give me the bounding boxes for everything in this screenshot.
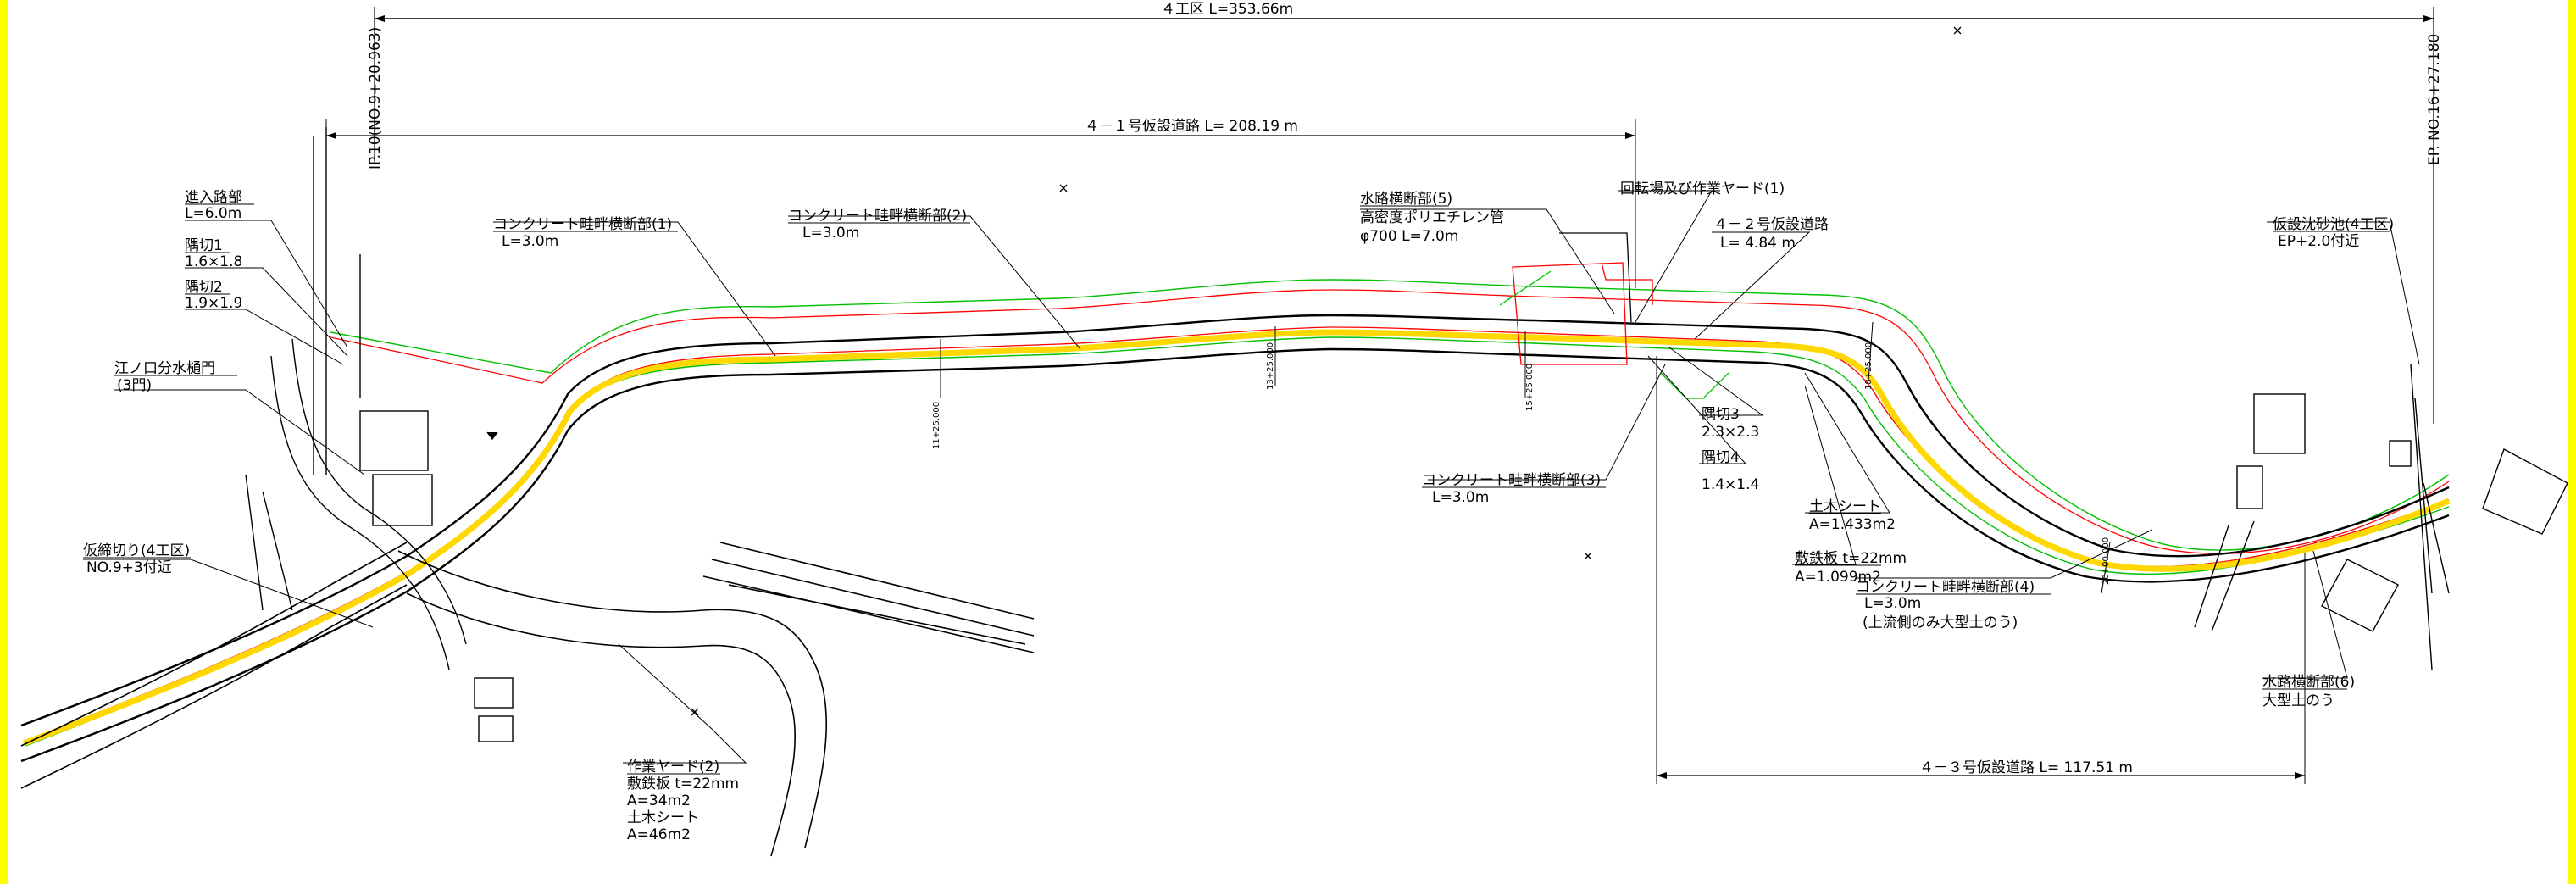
plan-drawing: ４工区 L=353.66m IP.10(NO.9+20.963) EP. NO.…	[20, 1, 2568, 857]
label-underlines	[83, 203, 2390, 775]
steel-plate-area: A=1.099m2	[1795, 569, 1881, 586]
station-label: 20+00.000	[2101, 537, 2111, 585]
section-total-label: ４工区 L=353.66m	[1161, 1, 1293, 18]
dimension-road-4-3: ４－３号仮設道路 L= 117.51 m	[1656, 356, 2306, 784]
dimension-section-total: ４工区 L=353.66m	[374, 1, 2434, 424]
road-4-2-length: L= 4.84 m	[1720, 235, 1796, 252]
ridge4-length: L=3.0m	[1864, 595, 1921, 612]
gate-label: 江ノ口分水樋門	[114, 360, 215, 377]
ridge4-note: (上流側のみ大型土のう)	[1863, 614, 2018, 631]
station-markers: 11+25.000 13+25.000 15+25.000 18+25.000 …	[932, 321, 2111, 594]
ridge3-length: L=3.0m	[1432, 489, 1489, 506]
road-4-1-label: ４－１号仮設道路 L= 208.19 m	[1085, 118, 1298, 135]
right-structures	[2194, 364, 2568, 670]
side-road	[20, 542, 1035, 857]
ridge4-label: コンクリート畦畔横断部(4)	[1856, 579, 2035, 596]
ridge2-length: L=3.0m	[802, 225, 859, 242]
entry-length: L=6.0m	[185, 205, 242, 222]
yard2-plate: 敷鉄板 t=22mm	[627, 776, 739, 792]
survey-marks	[486, 26, 1962, 716]
station-label: 18+25.000	[1864, 342, 1874, 390]
steel-plate-label: 敷鉄板 t=22mm	[1795, 550, 1907, 567]
sand-pit-label: 仮設沈砂池(4工区)	[2273, 216, 2394, 233]
corner2-label: 隅切2	[185, 279, 223, 296]
corner2-size: 1.9×1.9	[185, 295, 242, 312]
temp-closure-label: 仮締切り(4工区)	[83, 542, 190, 559]
yard2-sheet-area: A=46m2	[627, 826, 691, 843]
waterway5-size: φ700 L=7.0m	[1360, 228, 1458, 245]
road-edge-black	[20, 314, 2450, 763]
waterway6-label: 水路横断部(6)	[2262, 674, 2355, 691]
temp-closure-station: NO.9+3付近	[86, 559, 172, 576]
corner3-label: 隅切3	[1702, 406, 1740, 423]
leader-lines	[83, 190, 2420, 764]
civil-sheet-label: 土木シート	[1809, 498, 1881, 515]
station-label: 13+25.000	[1266, 342, 1275, 390]
yard2-sheet: 土木シート	[627, 809, 699, 826]
road-centerline	[22, 329, 2451, 747]
entry-label: 進入路部	[185, 189, 242, 206]
corner4-size: 1.4×1.4	[1702, 476, 1759, 493]
gate-count: (3門)	[117, 377, 152, 394]
gate-structure	[245, 127, 514, 742]
yard2-label: 作業ヤード(2)	[627, 759, 719, 776]
corner1-size: 1.6×1.8	[185, 253, 242, 270]
station-label: 15+25.000	[1525, 364, 1535, 411]
turn-yard-label: 回転場及び作業ヤード(1)	[1620, 181, 1785, 197]
corner1-label: 隅切1	[185, 237, 223, 254]
road-4-3-label: ４－３号仮設道路 L= 117.51 m	[1919, 759, 2133, 776]
corner4-label: 隅切4	[1702, 449, 1740, 466]
sand-pit-station: EP+2.0付近	[2278, 233, 2359, 250]
corner3-size: 2.3×2.3	[1702, 424, 1759, 441]
waterway6-note: 大型土のう	[2262, 692, 2334, 709]
ridge3-label: コンクリート畦畔横断部(3)	[1422, 472, 1601, 489]
ip-station-label: IP.10(NO.9+20.963)	[367, 27, 384, 170]
road-offset-red	[29, 289, 2450, 740]
waterway5-label: 水路横断部(5)	[1360, 191, 1452, 208]
ridge1-length: L=3.0m	[502, 233, 558, 250]
waterway5-pipe: 高密度ポリエチレン管	[1360, 209, 1504, 226]
ridge1-label: コンクリート畦畔横断部(1)	[493, 216, 672, 233]
dimension-road-4-1: ４－１号仮設道路 L= 208.19 m	[325, 118, 1636, 288]
yard2-plate-area: A=34m2	[627, 792, 691, 809]
ridge2-label: コンクリート畦畔横断部(2)	[788, 208, 967, 225]
civil-sheet-area: A=1.433m2	[1809, 516, 1896, 533]
ep-station-label: EP. NO.16+27.180	[2426, 34, 2443, 165]
annotations: 進入路部 L=6.0m 隅切1 1.6×1.8 隅切2 1.9×1.9 江ノ口分…	[83, 181, 2394, 843]
road-4-2-label: ４－２号仮設道路	[1713, 216, 1829, 233]
station-label: 11+25.000	[932, 402, 941, 449]
drawing-sheet: ４工区 L=353.66m IP.10(NO.9+20.963) EP. NO.…	[8, 0, 2568, 884]
